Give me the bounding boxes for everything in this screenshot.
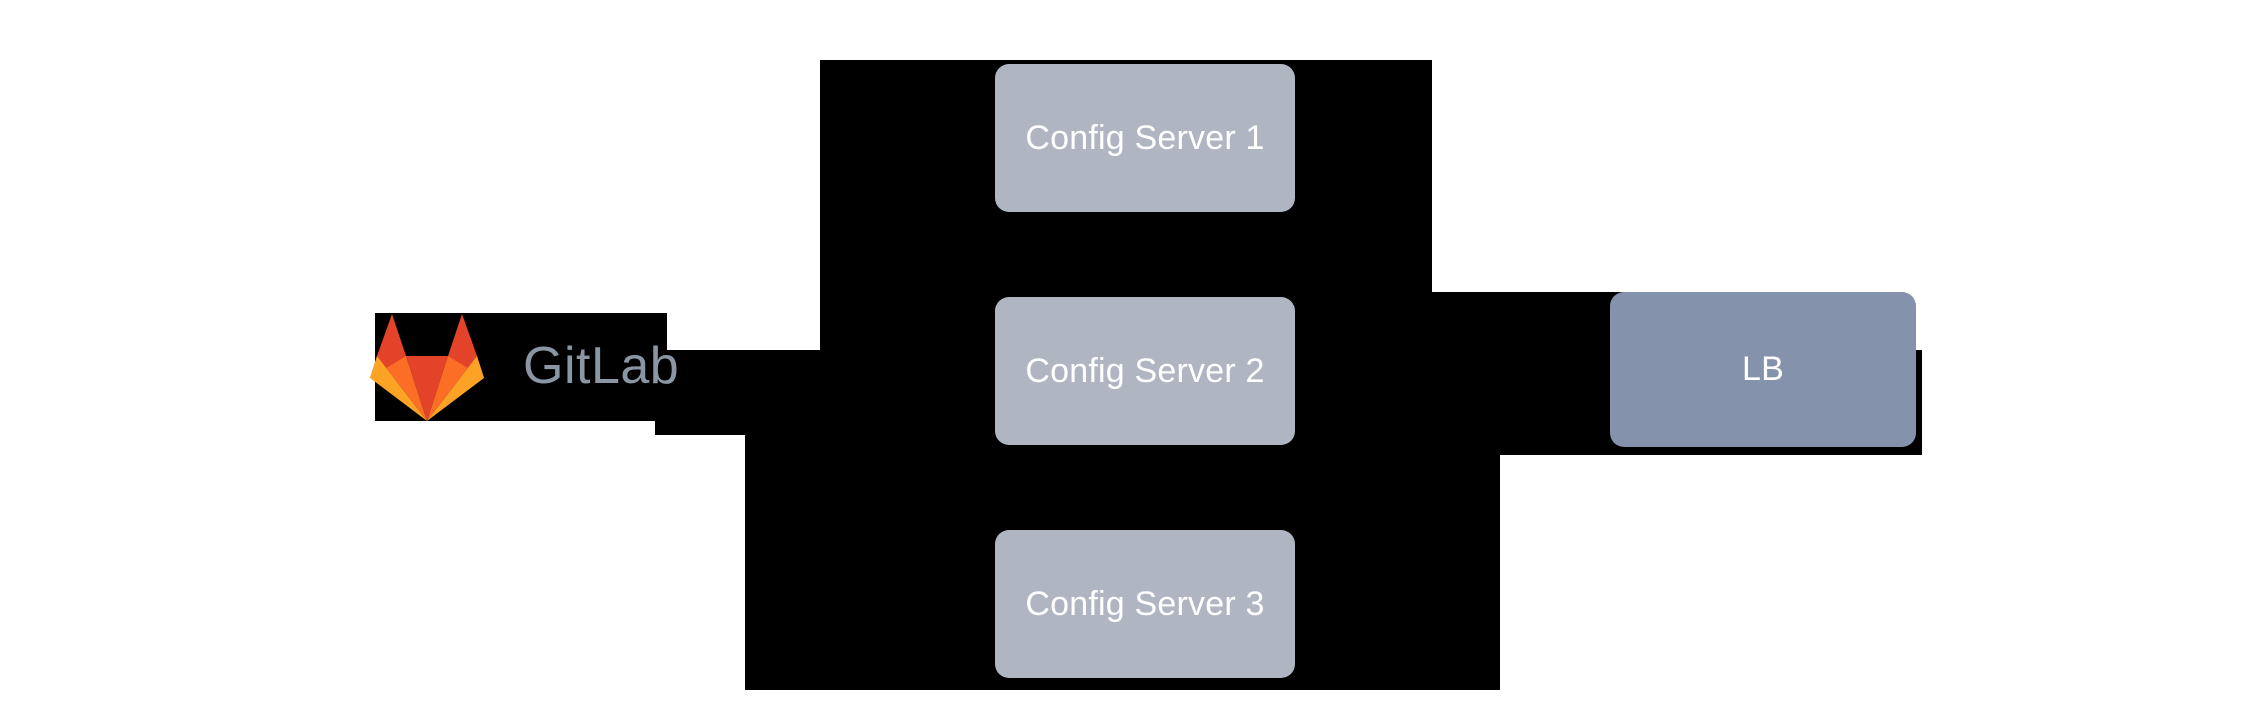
node-config-server-3-label: Config Server 3 — [1025, 584, 1265, 623]
node-gitlab-label: GitLab — [523, 337, 680, 395]
node-config-server-2-label: Config Server 2 — [1025, 351, 1265, 390]
connector-gitlab-step — [655, 350, 750, 435]
node-config-server-1[interactable]: Config Server 1 — [995, 64, 1295, 212]
node-lb-label: LB — [1742, 350, 1784, 388]
node-config-server-3[interactable]: Config Server 3 — [995, 530, 1295, 678]
node-config-server-1-label: Config Server 1 — [1025, 118, 1265, 157]
node-config-server-2[interactable]: Config Server 2 — [995, 297, 1295, 445]
node-lb[interactable]: LB — [1610, 292, 1916, 447]
gitlab-tanuki-logo-icon — [370, 314, 484, 421]
